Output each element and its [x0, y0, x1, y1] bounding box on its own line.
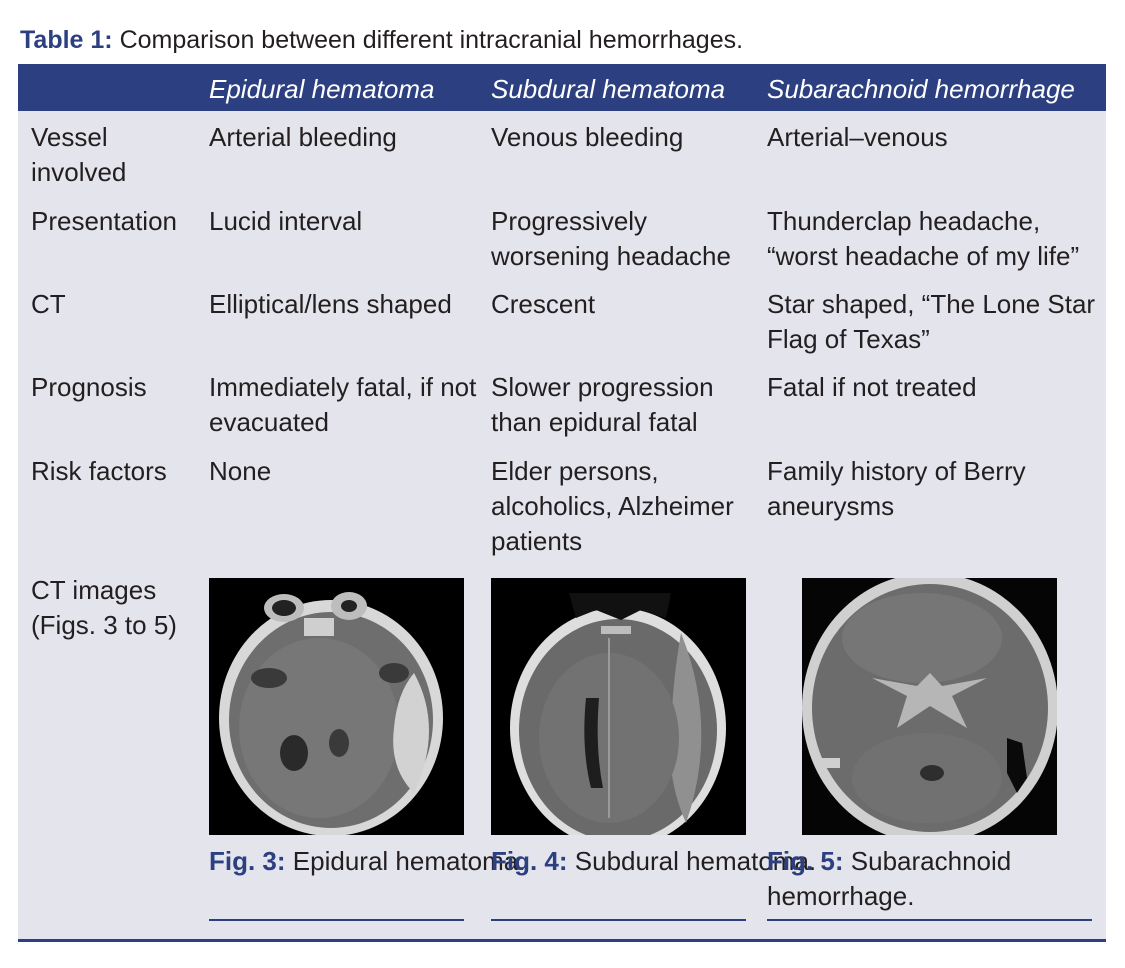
row-label-ct: CT	[31, 289, 66, 319]
row-label-presentation: Presentation	[31, 206, 177, 236]
row-label-prognosis: Prognosis	[31, 372, 147, 402]
comparison-table: Epidural hematoma Subdural hematoma Suba…	[18, 64, 1106, 940]
fig-5-caption-text: Subarachnoid hemorrhage.	[767, 846, 1012, 911]
fig-5-underline	[767, 919, 1092, 921]
cell-presentation-subarachnoid: Thunderclap headache, “worst headache of…	[767, 206, 1080, 271]
cell-prognosis-subdural: Slower progression than epidural fatal	[491, 372, 714, 437]
cell-ct-subdural: Crescent	[491, 289, 596, 319]
table-caption: Table 1: Comparison between different in…	[20, 26, 743, 55]
fig-4-underline	[491, 919, 746, 921]
cell-presentation-epidural: Lucid interval	[209, 206, 363, 236]
fig-4-caption-text: Subdural hematoma.	[567, 846, 817, 876]
header-subdural: Subdural hematoma	[491, 74, 726, 104]
cell-vessel-subdural: Venous bleeding	[491, 122, 684, 152]
table-header-row: Epidural hematoma Subdural hematoma Suba…	[18, 64, 1106, 111]
cell-ct-subarachnoid: Star shaped, “The Lone Star Flag of Texa…	[767, 289, 1096, 354]
cell-vessel-epidural: Arterial bleeding	[209, 122, 397, 152]
header-subarachnoid: Subarachnoid hemorrhage	[767, 74, 1075, 104]
cell-risk-subdural: Elder persons, alcoholics, Alzheimer pat…	[491, 456, 734, 556]
cell-prognosis-subarachnoid: Fatal if not treated	[767, 372, 977, 402]
fig-5-label: Fig. 5:	[767, 846, 844, 876]
fig-3-caption: Fig. 3: Epidural hematoma.	[209, 844, 525, 879]
fig-5-caption: Fig. 5: Subarachnoid hemorrhage.	[767, 844, 1067, 914]
ct-image-epidural	[209, 578, 464, 835]
ct-image-subarachnoid	[802, 578, 1057, 835]
fig-3-caption-text: Epidural hematoma.	[285, 846, 526, 876]
table-bottom-rule	[18, 939, 1106, 942]
fig-3-label: Fig. 3:	[209, 846, 286, 876]
cell-risk-subarachnoid: Family history of Berry aneurysms	[767, 456, 1026, 521]
ct-image-subdural	[491, 578, 746, 835]
cell-ct-epidural: Elliptical/lens shaped	[209, 289, 452, 319]
cell-presentation-subdural: Progressively worsening headache	[491, 206, 731, 271]
cell-vessel-subarachnoid: Arterial–venous	[767, 122, 948, 152]
table-caption-text: Comparison between different intracrania…	[112, 26, 744, 54]
cell-risk-epidural: None	[209, 456, 272, 486]
cell-prognosis-epidural: Immediately fatal, if not evacuated	[209, 372, 477, 437]
row-label-risk-factors: Risk factors	[31, 456, 167, 486]
table-caption-label: Table 1:	[20, 26, 113, 54]
row-label-vessel: Vessel involved	[31, 122, 127, 187]
fig-4-label: Fig. 4:	[491, 846, 568, 876]
fig-4-caption: Fig. 4: Subdural hematoma.	[491, 844, 816, 879]
header-epidural: Epidural hematoma	[209, 74, 435, 104]
row-label-ct-images: CT images (Figs. 3 to 5)	[31, 575, 177, 640]
fig-3-underline	[209, 919, 464, 921]
